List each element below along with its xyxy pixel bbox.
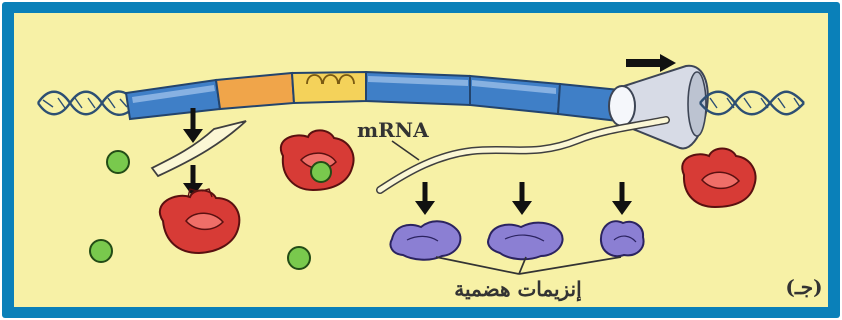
mrna-label: mRNA	[357, 118, 429, 142]
inducer-molecule-icon	[311, 162, 331, 182]
inducer-molecule-icon	[90, 240, 112, 262]
inducer-molecule-icon	[288, 247, 310, 269]
dna-segment-operator	[216, 73, 294, 109]
enzyme-icon	[601, 221, 644, 256]
enzyme-icon	[390, 221, 460, 259]
enzyme-icon	[488, 223, 563, 260]
dna-segment-gene-1	[292, 72, 366, 103]
panel-label: (جـ)	[785, 275, 822, 299]
inducer-molecule-icon	[107, 151, 129, 173]
digestive-enzymes-label: إنزيمات هضمية	[454, 277, 581, 302]
